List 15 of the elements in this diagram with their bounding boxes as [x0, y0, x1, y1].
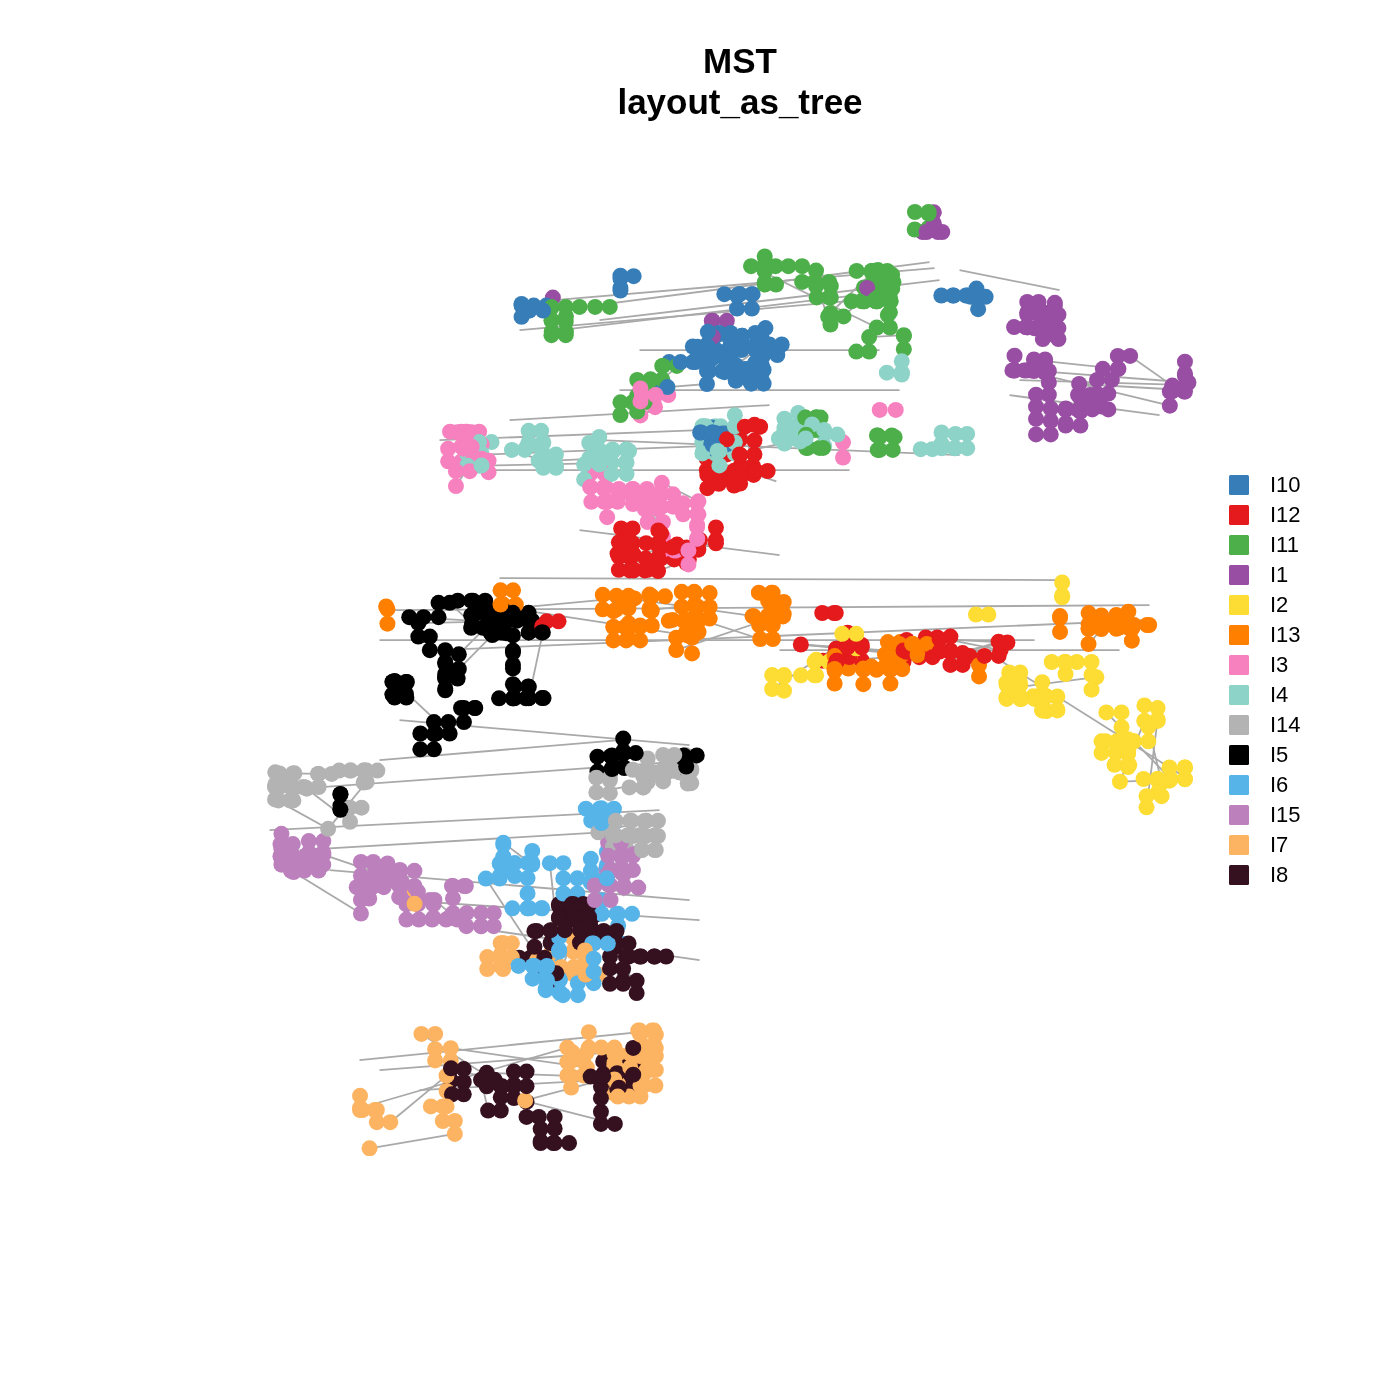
legend-label: I14 — [1270, 713, 1301, 737]
legend-label: I12 — [1270, 503, 1301, 527]
legend-label: I7 — [1270, 833, 1289, 857]
legend-label: I10 — [1270, 473, 1301, 497]
chart-title: MST layout_as_tree — [617, 40, 863, 122]
legend-label: I15 — [1270, 803, 1301, 827]
legend-label: I2 — [1270, 593, 1289, 617]
legend-label: I5 — [1270, 743, 1289, 767]
legend-label: I3 — [1270, 653, 1289, 677]
legend-label: I1 — [1270, 563, 1289, 587]
legend-label: I4 — [1270, 683, 1289, 707]
legend-label: I6 — [1270, 773, 1289, 797]
legend-label: I13 — [1270, 623, 1301, 647]
legend-label: I11 — [1270, 533, 1299, 557]
legend-label: I8 — [1270, 863, 1289, 887]
